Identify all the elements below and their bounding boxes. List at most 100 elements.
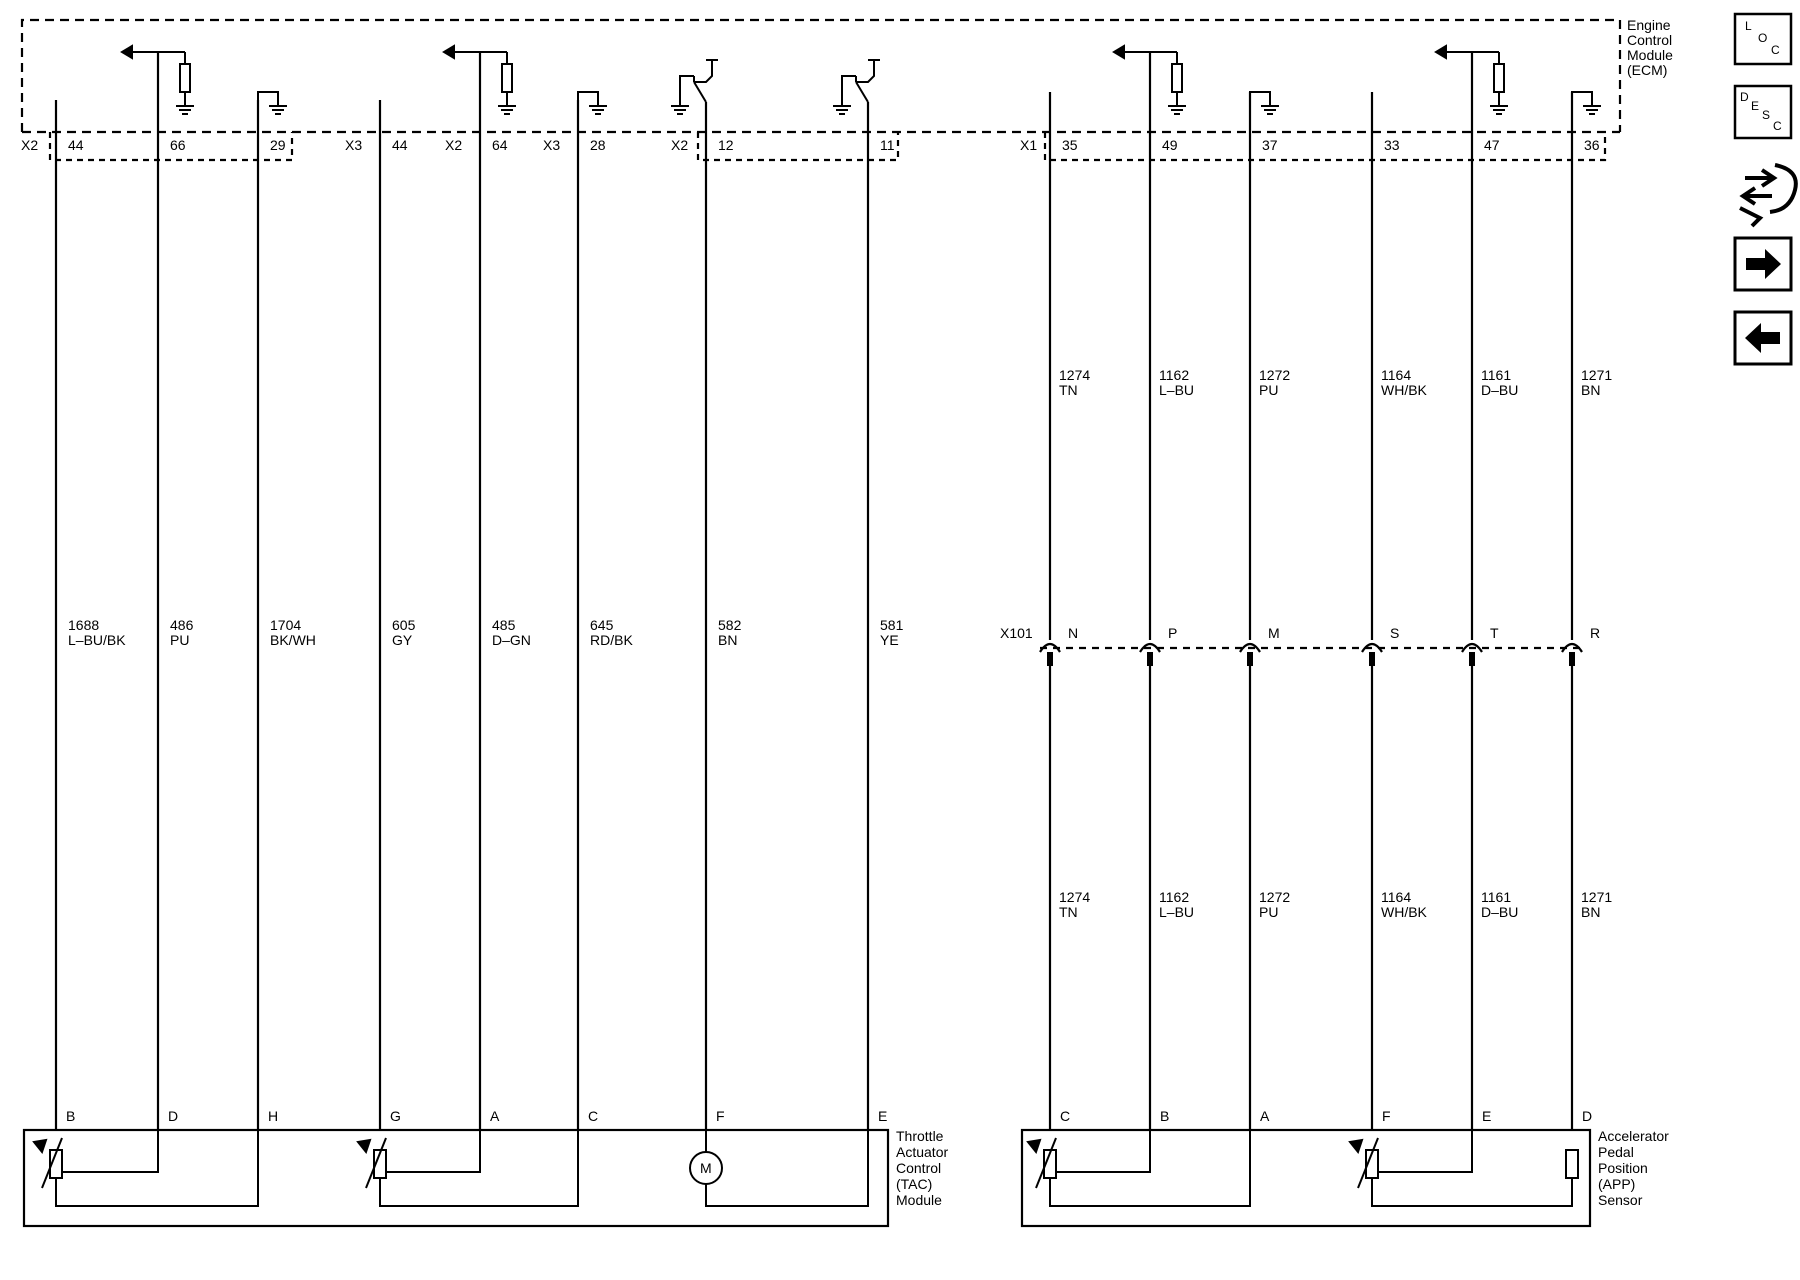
app-1-signal: [1056, 1130, 1151, 1173]
wire-color: PU: [1259, 904, 1278, 920]
tac-label-line4: (TAC): [896, 1176, 932, 1192]
x101-cavity-label: P: [1168, 625, 1177, 641]
tac-module-box: [22, 1128, 890, 1228]
x101-label: X101: [1000, 625, 1033, 641]
circuit-number: 486: [170, 617, 194, 633]
prev-page-button[interactable]: [1733, 310, 1793, 366]
component-pin-label: F: [1382, 1108, 1391, 1124]
wire-color: WH/BK: [1381, 382, 1428, 398]
x101-female-terminal: [1239, 642, 1261, 653]
loc-icon: L: [1745, 19, 1752, 33]
loc-button[interactable]: L O C: [1733, 12, 1793, 66]
wire-color: BN: [1581, 382, 1600, 398]
circuit-number: 582: [718, 617, 742, 633]
tac-label-line5: Module: [896, 1192, 942, 1208]
svg-text:S: S: [1762, 108, 1770, 122]
connector-strip-right: [1043, 132, 1607, 162]
circuit-number: 1164: [1381, 367, 1411, 383]
variable-arrow-head: [356, 1138, 372, 1155]
ecm-connector-label: X3: [543, 137, 560, 153]
app-2-return: [1371, 1178, 1573, 1207]
ecm-pin-label: 33: [1384, 137, 1400, 153]
tac-label-line1: Throttle: [896, 1128, 944, 1144]
sensor-1-return: [55, 1130, 259, 1207]
x101-male-terminal: [1247, 652, 1253, 666]
connector-view-button[interactable]: [1739, 163, 1798, 228]
wire-color: D–BU: [1481, 904, 1518, 920]
harness-connector-icon: [1739, 163, 1798, 228]
circuit-number: 1161: [1481, 367, 1511, 383]
x101-male-terminal: [1047, 652, 1053, 666]
component-pin-label: F: [716, 1108, 725, 1124]
wire-color: RD/BK: [590, 632, 633, 648]
app-resistor-icon: [1565, 1149, 1579, 1179]
ecm-connector-label: X3: [345, 137, 362, 153]
wire-color: PU: [170, 632, 189, 648]
wire-color: WH/BK: [1381, 904, 1428, 920]
app-sensor-box: [1020, 1128, 1592, 1228]
ecm-pin-label: 64: [492, 137, 508, 153]
ecm-label-line3: Module: [1627, 47, 1673, 63]
circuit-number: 1272: [1259, 367, 1290, 383]
resistor-icon: [179, 63, 191, 93]
variable-arrow-head: [1348, 1138, 1364, 1155]
next-page-button[interactable]: [1733, 236, 1793, 292]
connector-strip-left: [48, 132, 294, 162]
svg-text:E: E: [1751, 99, 1759, 113]
low-reference-line: [577, 91, 599, 106]
x101-cavity-label: N: [1068, 625, 1078, 641]
x101-cavity-label: T: [1490, 625, 1499, 641]
resistor-icon: [1493, 63, 1505, 93]
wire-color: PU: [1259, 382, 1278, 398]
variable-arrow: [41, 1137, 63, 1189]
circuit-number: 1162: [1159, 889, 1189, 905]
sensor-2-return: [379, 1130, 579, 1207]
wire-color: D–GN: [492, 632, 531, 648]
x101-female-terminal: [1361, 642, 1383, 653]
throttle-motor-icon: [689, 1151, 723, 1185]
svg-text:C: C: [1773, 119, 1782, 133]
wire-color: BN: [1581, 904, 1600, 920]
ecm-pin-label: 37: [1262, 137, 1278, 153]
x101-male-terminal: [1147, 652, 1153, 666]
component-pin-label: D: [168, 1108, 178, 1124]
desc-icon: D: [1740, 90, 1749, 104]
variable-arrow-head: [1026, 1138, 1042, 1155]
arrow-left-icon: [120, 44, 133, 60]
variable-arrow-head: [32, 1138, 48, 1155]
circuit-number: 1274: [1059, 889, 1090, 905]
sensor-1-signal: [62, 1130, 159, 1173]
wire-color: L–BU: [1159, 382, 1194, 398]
tac-label-line2: Actuator: [896, 1144, 948, 1160]
wire-color: TN: [1059, 382, 1078, 398]
ecm-label-line4: (ECM): [1627, 62, 1667, 78]
wire-color: TN: [1059, 904, 1078, 920]
circuit-number: 1271: [1581, 367, 1612, 383]
app-label-line4: (APP): [1598, 1176, 1635, 1192]
ecm-pin-label: 28: [590, 137, 606, 153]
driver-supply-lead: [856, 60, 875, 83]
app-1-return: [1049, 1130, 1251, 1207]
variable-arrow: [365, 1137, 387, 1189]
driver-switch-icon: [693, 81, 707, 103]
driver-ground-lead: [679, 75, 694, 106]
variable-arrow: [1357, 1137, 1379, 1189]
sensor-2-signal: [386, 1130, 481, 1173]
low-reference-line: [257, 91, 279, 106]
x101-male-terminal: [1369, 652, 1375, 666]
ecm-pin-label: 47: [1484, 137, 1500, 153]
wire-color: L–BU/BK: [68, 632, 126, 648]
ecm-label-line2: Control: [1627, 32, 1672, 48]
circuit-number: 1274: [1059, 367, 1090, 383]
wire-color: GY: [392, 632, 413, 648]
variable-arrow: [1035, 1137, 1057, 1189]
arrow-left-icon: [1745, 323, 1780, 353]
circuit-number: 1161: [1481, 889, 1511, 905]
arrow-left-icon: [442, 44, 455, 60]
ecm-pin-label: 11: [880, 137, 895, 153]
arrow-right-icon: [1746, 249, 1781, 279]
circuit-number: 485: [492, 617, 516, 633]
component-pin-label: H: [268, 1108, 278, 1124]
component-pin-label: A: [490, 1108, 500, 1124]
desc-button[interactable]: D E S C: [1733, 84, 1793, 140]
